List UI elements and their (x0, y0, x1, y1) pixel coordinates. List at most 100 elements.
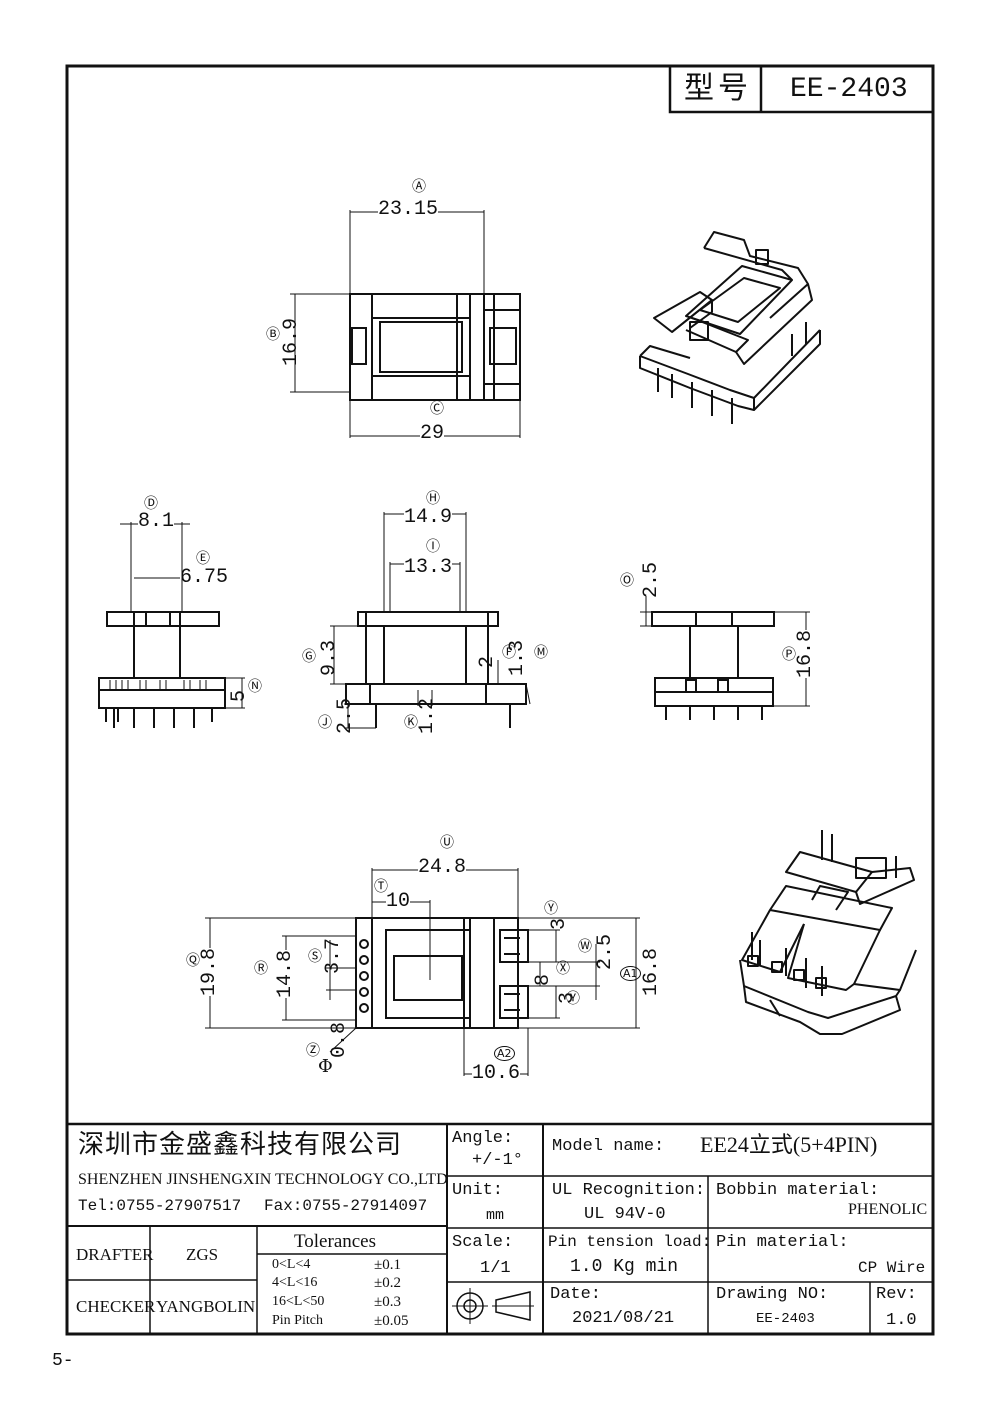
dim-bottom-s: 3.7 (322, 937, 345, 974)
dim-tag-b: Ⓑ (266, 327, 280, 343)
dim-tag-e: Ⓔ (196, 551, 210, 567)
model-name-label: Model name: (552, 1137, 665, 1156)
tolerances-title: Tolerances (294, 1231, 377, 1252)
dim-left-n: 5 (228, 689, 251, 702)
dim-front-h: 14.9 (404, 506, 453, 529)
dim-tag-a2: A2 (494, 1046, 515, 1061)
dim-top-height: 16.9 (280, 317, 303, 366)
dim-front-f: 2 (476, 655, 499, 668)
company-fax: Fax:0755-27914097 (264, 1197, 428, 1215)
dim-bottom-x: 8 (532, 973, 555, 986)
model-code-header: EE-2403 (790, 74, 908, 105)
date-value: 2021/08/21 (572, 1309, 675, 1328)
checker-label: CHECKER (76, 1297, 156, 1316)
type-label: 型号 (684, 71, 752, 106)
dim-tag-k: Ⓚ (404, 715, 418, 731)
dim-tag-g: Ⓖ (302, 649, 316, 665)
dim-tag-y1: Ⓨ (544, 901, 558, 917)
dim-tag-c: Ⓒ (430, 401, 444, 417)
angle-label: Angle: (452, 1129, 514, 1148)
model-name-value: EE24立式(5+4PIN) (700, 1132, 878, 1157)
drafter-value: ZGS (186, 1245, 219, 1264)
dim-bottom-u: 24.8 (418, 856, 467, 879)
dim-tag-f: Ⓕ (502, 645, 516, 661)
dim-bottom-a2: 10.6 (472, 1062, 521, 1085)
dim-tag-j: Ⓙ (318, 715, 332, 731)
dim-bottom-y2: 3 (556, 991, 579, 1004)
dim-front-i: 13.3 (404, 556, 453, 579)
projection-symbol-icon (450, 1288, 540, 1324)
dim-tag-x: Ⓧ (556, 961, 570, 977)
dim-tag-i: Ⓘ (426, 539, 440, 555)
dim-tag-d: Ⓓ (144, 496, 158, 512)
dim-bottom-t: 10 (386, 890, 411, 913)
dim-tag-w: Ⓦ (578, 939, 592, 955)
dim-front-m: 1.3 (506, 639, 529, 676)
rev-label: Rev: (876, 1285, 917, 1304)
tolerance-value-1: ±0.2 (374, 1275, 401, 1291)
dim-bottom-z: 0.8 (328, 1021, 351, 1058)
dim-tag-o: Ⓞ (620, 573, 634, 589)
date-label: Date: (550, 1285, 602, 1304)
dim-bottom-w: 2.5 (594, 933, 617, 970)
tolerance-value-2: ±0.3 (374, 1294, 401, 1310)
dim-front-k: 1.2 (416, 697, 439, 734)
tolerance-value-0: ±0.1 (374, 1257, 401, 1273)
dim-front-j: 2.5 (334, 697, 357, 734)
dim-tag-m: Ⓜ (534, 645, 548, 661)
drafter-label: DRAFTER (76, 1245, 154, 1264)
dim-front-g: 9.3 (318, 639, 341, 676)
dim-tag-r: Ⓡ (254, 961, 268, 977)
rev-value: 1.0 (886, 1311, 917, 1330)
scale-label: Scale: (452, 1233, 514, 1252)
dim-left-d: 8.1 (138, 510, 175, 533)
dim-tag-n: Ⓝ (248, 679, 262, 695)
unit-label: Unit: (452, 1181, 504, 1200)
dim-tag-h: Ⓗ (426, 491, 440, 507)
bobbin-label: Bobbin material: (716, 1181, 880, 1200)
unit-value: mm (486, 1207, 505, 1224)
tolerance-range-2: 16<L<50 (272, 1294, 325, 1309)
dim-top-width: 23.15 (378, 198, 439, 221)
company-name-en: SHENZHEN JINSHENGXIN TECHNOLOGY CO.,LTD (78, 1171, 448, 1188)
angle-value: +/-1° (472, 1151, 524, 1170)
ul-label: UL Recognition: (552, 1181, 706, 1200)
tolerance-value-3: ±0.05 (374, 1313, 409, 1329)
dim-tag-q: Ⓠ (186, 953, 200, 969)
dim-bottom-q: 19.8 (198, 947, 221, 996)
dim-tag-p: Ⓟ (782, 647, 796, 663)
drawing-no-label: Drawing NO: (716, 1285, 829, 1304)
tolerance-range-3: Pin Pitch (272, 1313, 323, 1328)
pin-material-label: Pin material: (716, 1233, 849, 1252)
ul-value: UL 94V-0 (584, 1205, 666, 1224)
pin-material-value: CP Wire (858, 1259, 926, 1277)
dim-tag-s: Ⓢ (308, 949, 322, 965)
dim-side-p: 16.8 (794, 629, 817, 678)
dim-top-total: 29 (420, 422, 445, 445)
dim-side-o: 2.5 (640, 561, 663, 598)
pin-tension-value: 1.0 Kg min (570, 1257, 679, 1277)
dim-tag-y2: Ⓨ (566, 991, 580, 1007)
bobbin-value: PHENOLIC (848, 1201, 928, 1218)
dim-tag-t: Ⓣ (374, 879, 388, 895)
dim-tag-z: Ⓩ (306, 1043, 320, 1059)
dim-bottom-a1: 16.8 (640, 947, 663, 996)
company-tel: Tel:0755-27907517 (78, 1197, 242, 1215)
tolerance-range-0: 0<L<4 (272, 1257, 311, 1272)
dim-tag-u: Ⓤ (440, 835, 454, 851)
dim-bottom-y1: 3 (548, 917, 571, 930)
dim-bottom-r: 14.8 (274, 949, 297, 998)
phi-symbol: Φ (318, 1056, 333, 1077)
checker-value: YANGBOLIN (156, 1297, 256, 1316)
dim-left-e: 6.75 (180, 566, 229, 589)
dim-tag-a: Ⓐ (412, 179, 426, 195)
page-mark: 5- (52, 1351, 74, 1371)
tolerance-range-1: 4<L<16 (272, 1275, 318, 1290)
company-name-cn: 深圳市金盛鑫科技有限公司 (78, 1130, 403, 1160)
drawing-no-value: EE-2403 (756, 1311, 815, 1327)
pin-tension-label: Pin tension load: (548, 1233, 712, 1251)
scale-value: 1/1 (480, 1259, 511, 1278)
dim-tag-a1: A1 (620, 966, 641, 981)
